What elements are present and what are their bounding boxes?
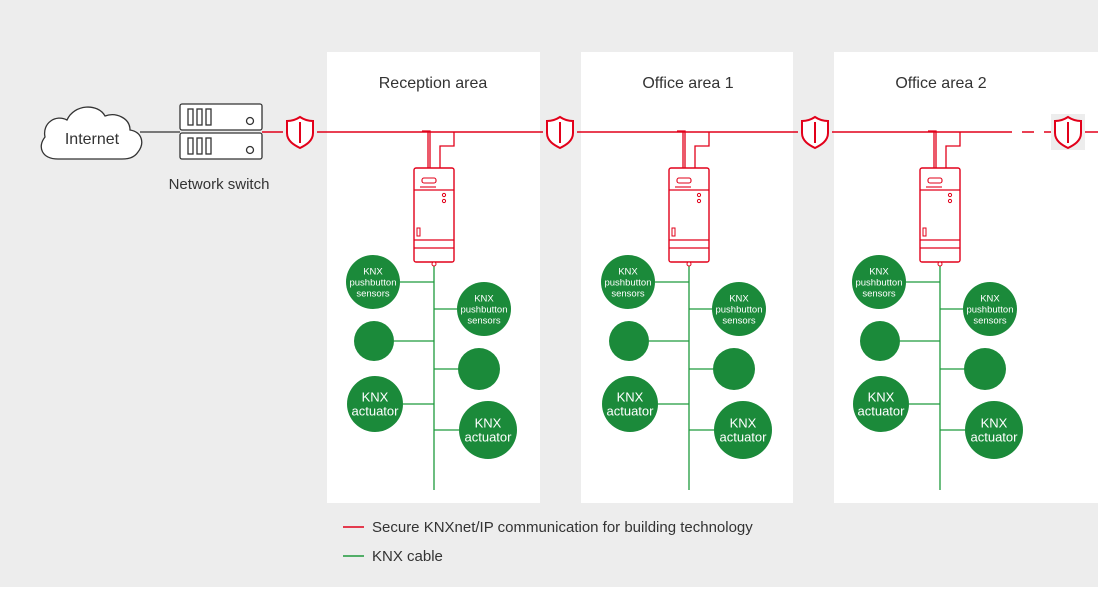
knx-device-label: pushbutton <box>966 304 1013 315</box>
knx-device-label: pushbutton <box>715 304 762 315</box>
knx-device-label: KNX <box>980 293 1000 304</box>
knx-device-circle <box>852 255 906 309</box>
knx-device-label: KNX <box>363 266 383 277</box>
knx-device-label: sensors <box>722 315 756 326</box>
knx-device-label: KNX <box>981 416 1008 431</box>
knx-device-circle <box>965 401 1023 459</box>
knx-device-node <box>458 348 500 390</box>
knx-device-circle <box>853 376 909 432</box>
firewalls <box>283 114 1085 150</box>
legend: Secure KNXnet/IP communication for build… <box>343 519 753 565</box>
switch-icon <box>179 103 263 160</box>
knx-device-circle <box>459 401 517 459</box>
ip-drop-b <box>945 132 961 168</box>
knx-device-node <box>860 321 900 361</box>
area-title-reception: Reception area <box>379 75 488 92</box>
knx-device-label: pushbutton <box>604 277 651 288</box>
ip-drop-b <box>694 132 710 168</box>
knx-device-circle <box>609 321 649 361</box>
legend-label-ip: Secure KNXnet/IP communication for build… <box>372 519 753 536</box>
knx-device-label: sensors <box>356 288 390 299</box>
ip-network-lines <box>140 130 1098 168</box>
area-titles: Reception area Office area 1 Office area… <box>379 75 987 92</box>
knx-device-label: KNX <box>617 390 644 405</box>
knx-device-label: actuator <box>352 404 400 419</box>
knx-device-circle <box>860 321 900 361</box>
internet-label: Internet <box>65 131 120 148</box>
knx-device-circle <box>964 348 1006 390</box>
knx-device-label: actuator <box>858 404 906 419</box>
knx-device-circle <box>712 282 766 336</box>
knx-device-node <box>713 348 755 390</box>
knx-device-label: sensors <box>973 315 1007 326</box>
knx-device-node <box>354 321 394 361</box>
knx-device-circle <box>457 282 511 336</box>
knx-device-circle <box>713 348 755 390</box>
ip-drop-left <box>422 130 431 168</box>
knx-device-circle <box>347 376 403 432</box>
network-switch: Network switch <box>169 103 270 193</box>
knx-device-label: KNX <box>474 293 494 304</box>
knx-device-circle <box>346 255 400 309</box>
knx-device-label: pushbutton <box>460 304 507 315</box>
internet-cloud: Internet <box>40 106 143 160</box>
network-switch-label: Network switch <box>169 176 270 193</box>
knx-ip-router-icon <box>413 167 455 267</box>
ip-routers <box>413 167 961 267</box>
knx-device-circle <box>963 282 1017 336</box>
knx-device-label: sensors <box>611 288 645 299</box>
knx-device-label: actuator <box>607 404 655 419</box>
area-title-office-2: Office area 2 <box>895 75 986 92</box>
knx-ip-router-icon <box>919 167 961 267</box>
knx-device-label: actuator <box>465 430 513 445</box>
ip-drop-left <box>677 130 686 168</box>
knx-device-circle <box>354 321 394 361</box>
knx-device-node <box>609 321 649 361</box>
knx-device-node <box>964 348 1006 390</box>
knx-device-circle <box>602 376 658 432</box>
legend-label-knx: KNX cable <box>372 548 443 565</box>
knx-device-label: KNX <box>362 390 389 405</box>
knx-device-label: sensors <box>467 315 501 326</box>
knx-device-label: actuator <box>720 430 768 445</box>
knx-device-label: pushbutton <box>855 277 902 288</box>
knx-device-label: sensors <box>862 288 896 299</box>
knx-device-circle <box>458 348 500 390</box>
knx-device-label: KNX <box>868 390 895 405</box>
cloud-icon <box>40 106 143 160</box>
ip-drop-left <box>928 130 937 168</box>
knx-device-label: pushbutton <box>349 277 396 288</box>
knx-device-circle <box>714 401 772 459</box>
knx-cable-lines <box>394 266 965 490</box>
area-title-office-1: Office area 1 <box>642 75 733 92</box>
knx-device-circle <box>601 255 655 309</box>
knx-device-label: KNX <box>475 416 502 431</box>
knx-device-label: KNX <box>730 416 757 431</box>
ip-drop-b <box>439 132 455 168</box>
knx-device-label: KNX <box>869 266 889 277</box>
knx-device-label: actuator <box>971 430 1019 445</box>
knx-ip-router-icon <box>668 167 710 267</box>
knx-device-label: KNX <box>618 266 638 277</box>
knx-device-label: KNX <box>729 293 749 304</box>
